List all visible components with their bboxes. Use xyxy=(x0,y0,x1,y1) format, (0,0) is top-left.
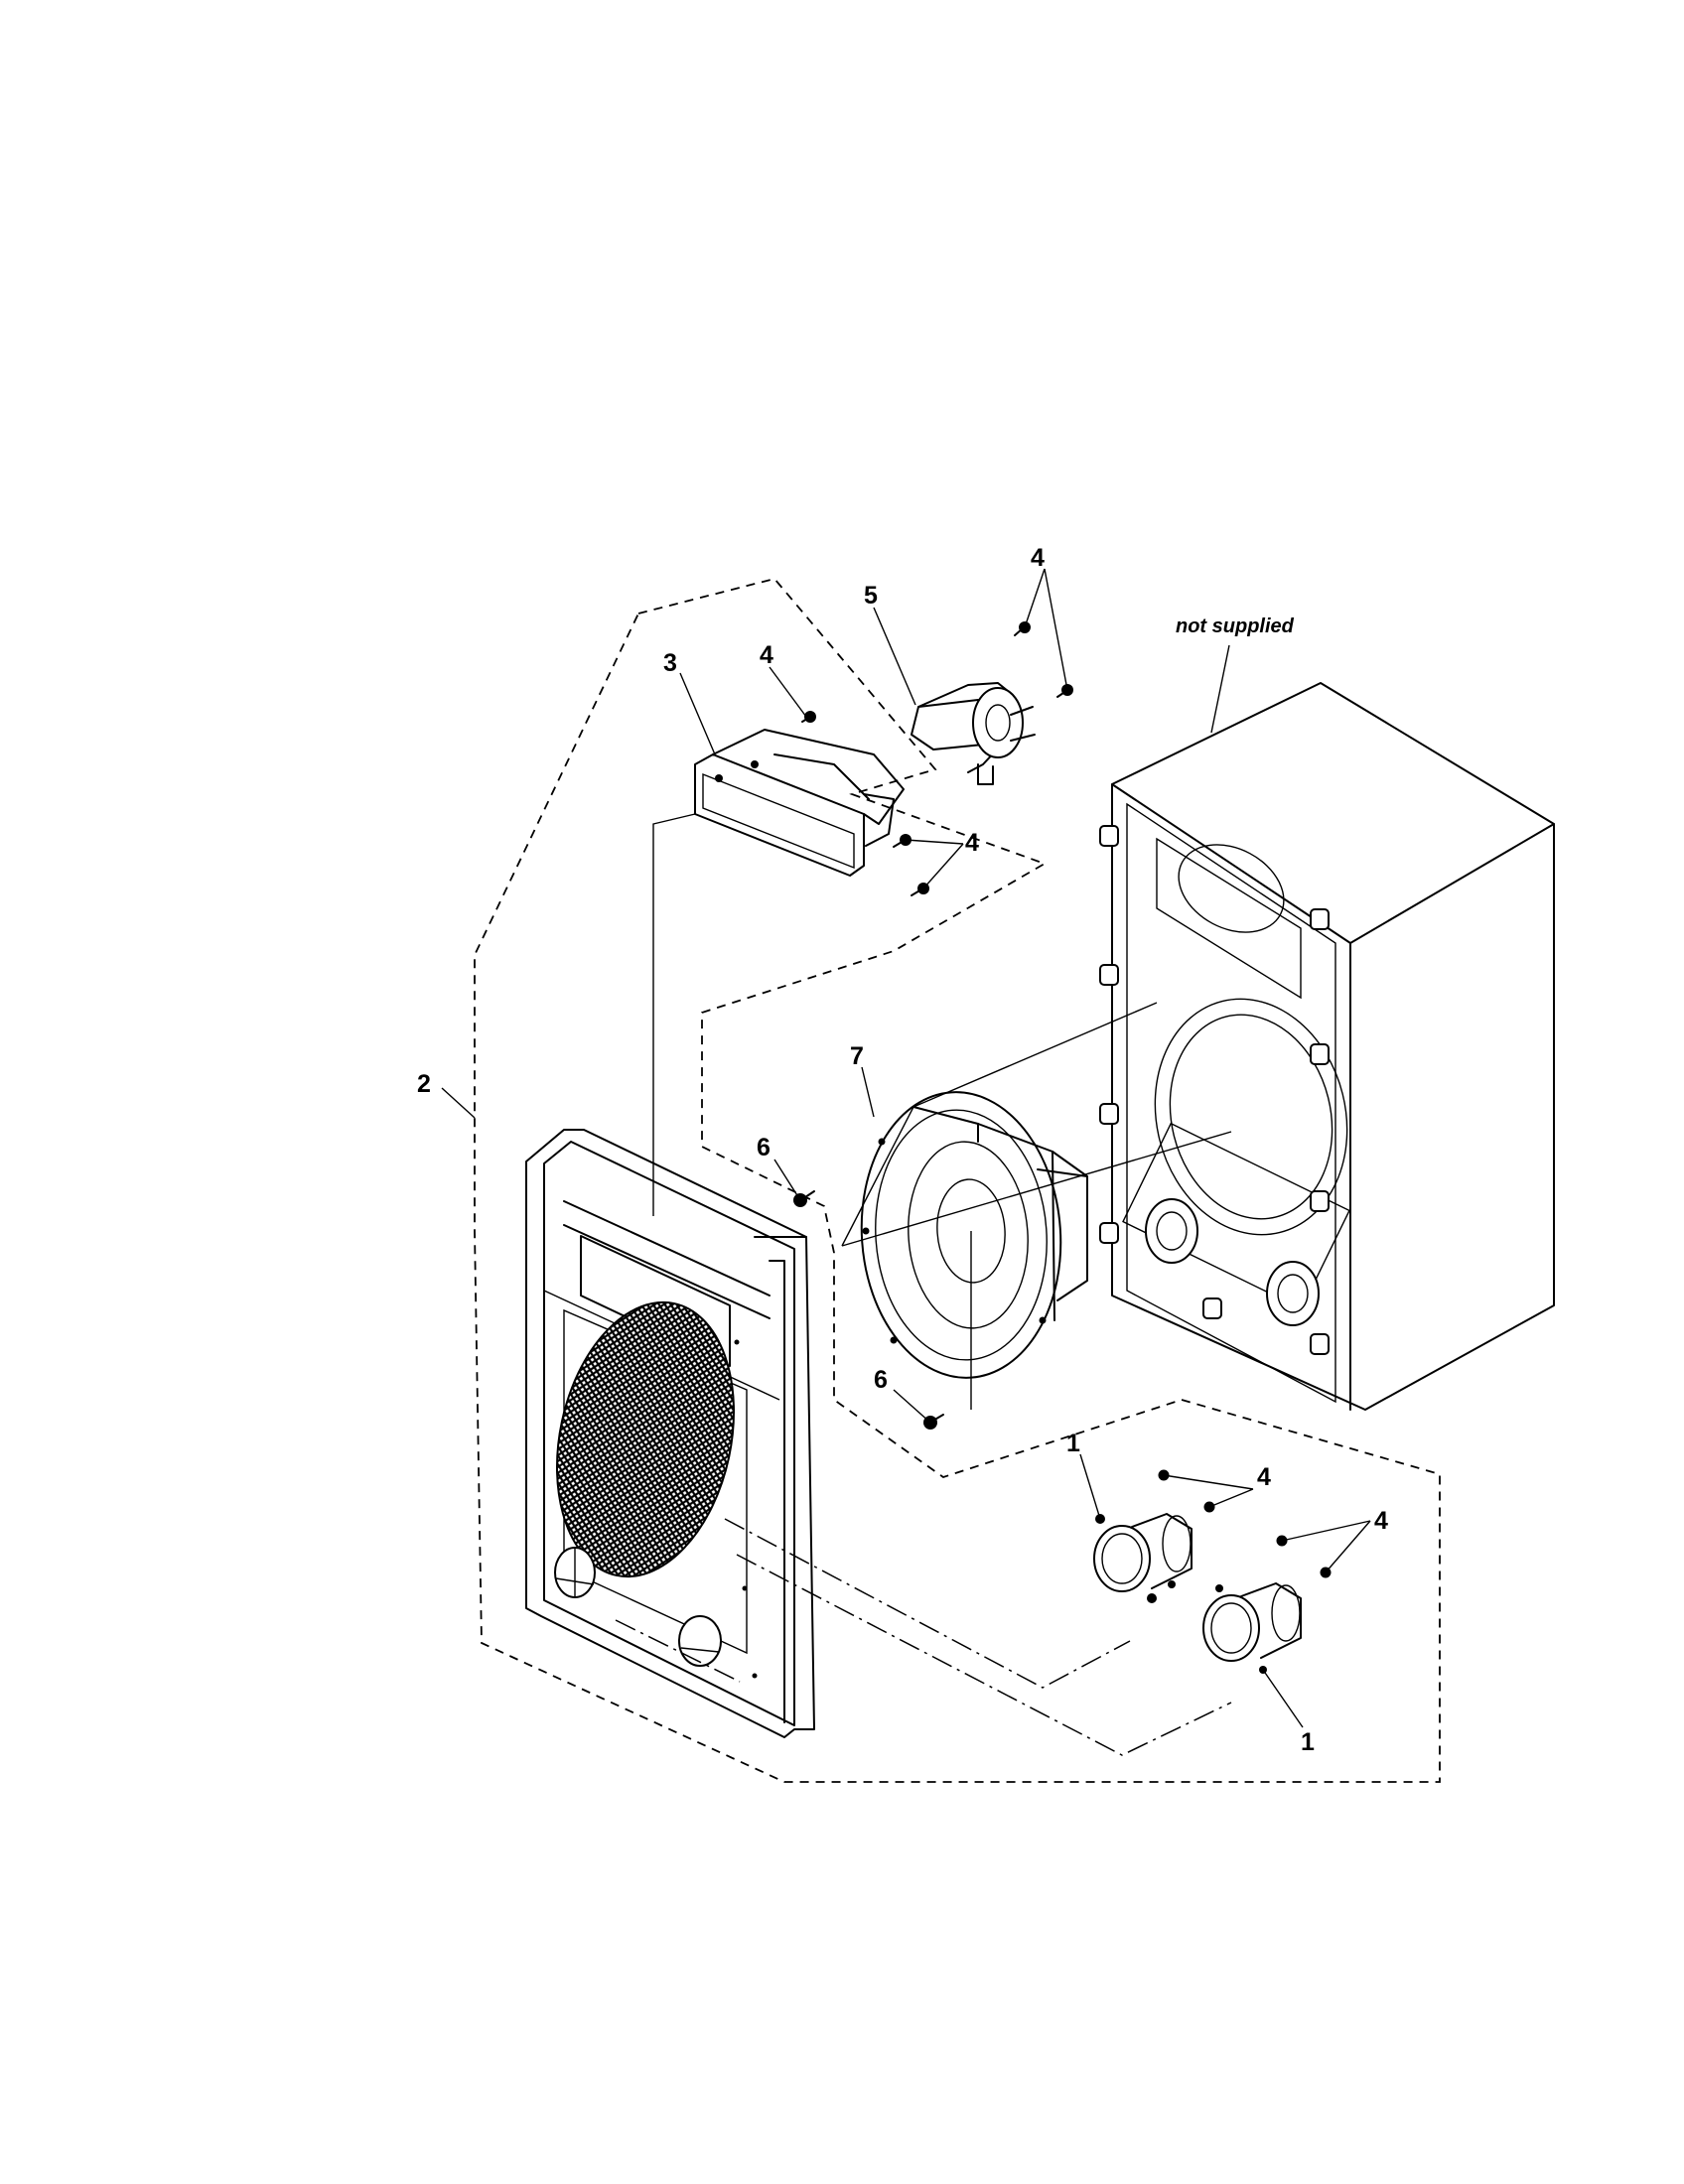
callout-4-port-upper: 4 xyxy=(1257,1463,1271,1491)
callout-4-driver: 4 xyxy=(1031,544,1045,572)
front-baffle-panel xyxy=(525,1129,815,1738)
callout-4-tweeter-side: 4 xyxy=(965,829,979,857)
callout-5: 5 xyxy=(864,582,878,610)
leader-lines xyxy=(441,568,1371,1728)
callout-2: 2 xyxy=(417,1070,431,1098)
assembly-boundary-dashed xyxy=(474,577,1441,1783)
compression-driver xyxy=(911,682,1036,785)
port-tube-lower xyxy=(1202,1582,1302,1674)
cabinet-enclosure xyxy=(1099,682,1555,1411)
port-tube-upper xyxy=(1093,1513,1193,1603)
not-supplied-note: not supplied xyxy=(1176,615,1295,637)
callout-3: 3 xyxy=(663,649,677,677)
callout-1-upper: 1 xyxy=(1066,1430,1080,1457)
woofer-driver xyxy=(860,1091,1088,1379)
callout-1-lower: 1 xyxy=(1301,1728,1315,1756)
callout-6-upper: 6 xyxy=(757,1134,771,1161)
callout-6-lower: 6 xyxy=(874,1366,888,1394)
callout-labels: 1 1 2 3 4 4 4 4 4 5 6 6 7 not supplied xyxy=(417,544,1388,1756)
callout-7: 7 xyxy=(850,1042,864,1070)
tweeter-horn xyxy=(694,729,905,877)
cabinet-mount-posts xyxy=(1099,825,1330,1355)
callout-4-tweeter-top: 4 xyxy=(760,641,773,669)
port-hole-right xyxy=(678,1615,722,1667)
alignment-lines xyxy=(615,813,1232,1756)
grille-mesh xyxy=(555,1300,736,1578)
callout-4-port-lower: 4 xyxy=(1374,1507,1388,1535)
